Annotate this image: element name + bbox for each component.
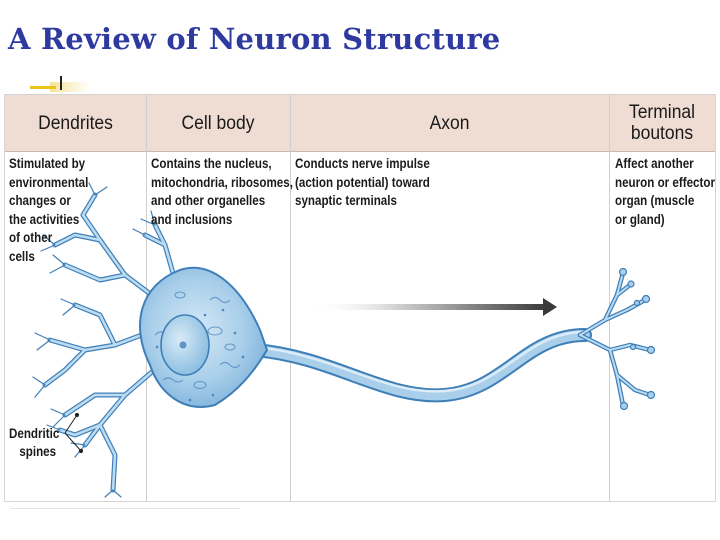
footer-rule	[10, 508, 240, 509]
heading-line: Terminal	[628, 102, 696, 123]
label-line: Dendritic	[9, 426, 60, 441]
heading-terminal-boutons: Terminal boutons	[613, 95, 711, 151]
title-decoration	[30, 76, 90, 96]
desc-line: synaptic terminals	[295, 193, 397, 208]
desc-line: environmental	[9, 174, 89, 190]
desc-line: Contains the nucleus,	[151, 156, 272, 171]
desc-axon: Conducts nerve impulse (action potential…	[295, 155, 430, 211]
column-divider	[609, 95, 610, 501]
heading-line: Dendrites	[38, 112, 113, 134]
desc-line: neuron or effector	[615, 174, 715, 190]
slide-title: A Review of Neuron Structure	[8, 22, 501, 56]
desc-line: of other	[9, 230, 53, 245]
desc-line: changes or	[9, 193, 71, 208]
desc-line: Stimulated by	[9, 156, 86, 171]
desc-terminal-boutons: Affect another neuron or effector organ …	[615, 155, 715, 229]
decoration-bar	[30, 86, 56, 89]
impulse-arrow	[310, 298, 557, 316]
desc-dendrites: Stimulated by environmental changes or t…	[9, 155, 88, 266]
decoration-glow	[50, 82, 90, 92]
desc-cell-body: Contains the nucleus, mitochondria, ribo…	[151, 155, 293, 229]
heading-dendrites: Dendrites	[11, 95, 141, 151]
spines-pointers	[64, 412, 84, 454]
desc-line: Conducts nerve impulse	[295, 156, 430, 171]
heading-line: Axon	[429, 112, 470, 134]
heading-axon: Axon	[303, 95, 596, 151]
neuron-figure: Dendrites Cell body Axon Terminal bouton…	[4, 94, 716, 502]
decoration-tick	[60, 76, 62, 90]
desc-line: organ (muscle	[615, 193, 695, 208]
terminal-branches	[577, 267, 656, 411]
desc-line: (action potential) toward	[295, 174, 430, 190]
neuron-illustration	[32, 182, 656, 498]
desc-line: or gland)	[615, 211, 665, 227]
desc-line: mitochondria, ribosomes,	[151, 174, 293, 190]
dendritic-spines-label: Dendritic spines	[9, 425, 59, 461]
column-divider	[290, 95, 291, 501]
label-line: spines	[19, 444, 57, 459]
desc-line: and inclusions	[151, 211, 233, 227]
dendrites	[32, 182, 178, 498]
desc-line: Affect another	[615, 156, 694, 171]
heading-line: Cell body	[181, 112, 255, 134]
heading-cell-body: Cell body	[152, 95, 284, 151]
heading-line: boutons	[630, 123, 694, 144]
desc-line: the activities	[9, 211, 80, 227]
axon	[248, 328, 592, 403]
cell-body	[139, 266, 269, 408]
header-band	[5, 95, 715, 152]
desc-line: and other organelles	[151, 193, 266, 208]
desc-line: cells	[9, 248, 35, 264]
